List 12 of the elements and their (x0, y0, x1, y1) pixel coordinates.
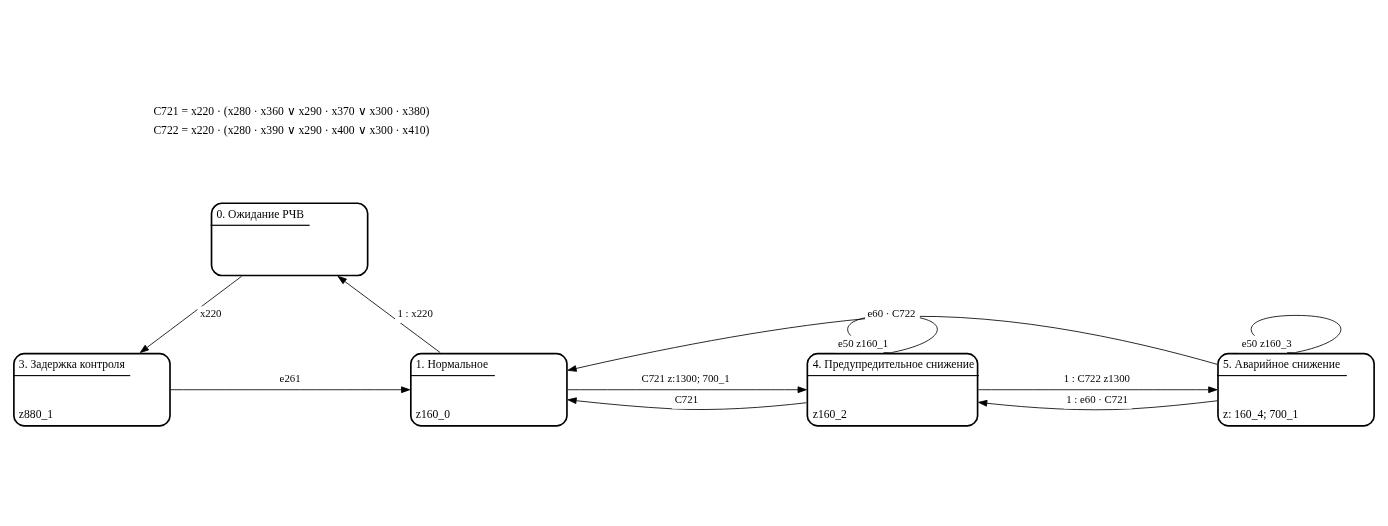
label: C722 = x220 · (x280 · x390 ∨ x290 · x400 ∨ x300 · x410) (153, 123, 430, 137)
edge-label: x220 (199, 306, 222, 319)
edge-label: C721 z:1300; 700_1 (641, 371, 730, 384)
edge-label: e261 (279, 371, 301, 384)
edge-label: e50 z160_3 (1241, 336, 1292, 349)
edge-label: 1 : e60 · C721 (1066, 392, 1128, 405)
edge-label: e60 · C722 (867, 306, 916, 319)
edge-label: C721 (674, 392, 699, 405)
edge-label: 1 : x220 (397, 306, 433, 319)
edge-label: e50 z160_1 (838, 336, 889, 349)
label: C721 = x220 · (x280 · x360 ∨ x290 · x370 ∨ x300 · x380) (153, 104, 430, 118)
edge-label: 1 : C722 z1300 (1063, 371, 1130, 384)
